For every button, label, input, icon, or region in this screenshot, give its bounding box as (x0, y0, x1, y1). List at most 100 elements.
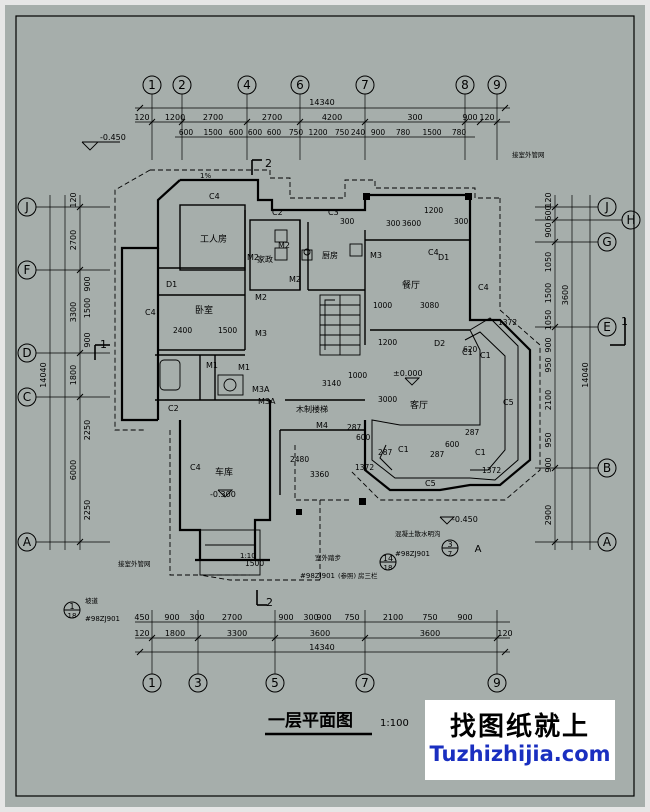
note-ramp: 坡道 (85, 596, 99, 605)
grid-right-E-label: E (603, 320, 611, 334)
door-3: M3 (255, 329, 267, 338)
dim-bottom-r1-9: 750 (422, 613, 437, 622)
dim-left-total: 14040 (39, 362, 48, 387)
dim-right-7: 900 (544, 337, 553, 352)
grid-bottom-7-label: 7 (361, 676, 369, 690)
grid-right-B-label: B (603, 461, 611, 475)
room-living: 客厅 (410, 399, 428, 411)
grid-top-2-label: 2 (178, 78, 186, 92)
dim-bottom-r1-0: 450 (134, 613, 149, 622)
dim-top-r2-8: 240 (351, 128, 366, 137)
detail-step-top: 14 (383, 554, 393, 563)
dim-top-r2-11: 1500 (422, 128, 441, 137)
inner-dim-6: 3080 (420, 301, 439, 310)
grid-left-A-label: A (23, 535, 32, 549)
dim-top-r2-9: 900 (371, 128, 386, 137)
inner-dim-18: 1372 (482, 466, 501, 475)
dim-left-3: 1500 (83, 298, 92, 318)
detail-ramp: 118 (63, 601, 81, 620)
window-11: C1 (398, 445, 409, 454)
grid-bottom-3-label: 3 (194, 676, 202, 690)
door-10: M2 (278, 241, 290, 250)
window-5: C4 (478, 283, 489, 292)
dim-left-7: 2250 (83, 420, 92, 440)
structural-columns (296, 193, 472, 515)
note-scatter: 混凝土散水明沟 (395, 529, 441, 538)
watermark-en: Tuzhizhijia.com (429, 742, 611, 766)
note-ref-step2: #98ZJ901 (300, 572, 335, 580)
inner-dim-10: 1200 (378, 338, 397, 347)
inner-dim-8: 1500 (218, 326, 237, 335)
dim-bottom-total: 14340 (309, 643, 334, 652)
grid-right-A-label: A (603, 535, 612, 549)
door-5: M1 (238, 363, 250, 372)
dim-top-total: 14340 (309, 98, 334, 107)
room-stair: 木制楼梯 (296, 404, 328, 414)
window-0: C4 (209, 192, 220, 201)
section-mark-bottom: 2 (266, 596, 273, 609)
room-garage: 车库 (215, 466, 233, 478)
note-ramp-slope: 1:10 (240, 552, 256, 560)
note-slope: 1% (200, 172, 211, 180)
inner-dim-21: 287 (378, 448, 393, 457)
inner-dim-4: 300 (454, 217, 469, 226)
dim-top-r2-4: 600 (267, 128, 282, 137)
inner-dim-23: 600 (445, 440, 460, 449)
room-bedroom: 卧室 (195, 304, 213, 316)
level-garage: -0.300 (210, 490, 236, 499)
inner-dim-7: 2400 (173, 326, 192, 335)
dim-left-4: 3300 (69, 302, 78, 322)
dim-right-6: 1050 (544, 310, 553, 330)
window-6: C2 (168, 404, 179, 413)
section-mark-top: 2 (265, 157, 272, 170)
dim-top-r2-10: 780 (396, 128, 411, 137)
inner-dim-16: 1372 (498, 318, 517, 327)
window-8: C5 (425, 479, 436, 488)
dim-bottom-r1-3: 2700 (222, 613, 242, 622)
dim-right-1: 600 (544, 205, 553, 220)
detail-scatter-top: 3 (447, 540, 452, 549)
inner-dim-11: 3140 (322, 379, 341, 388)
dim-right-5: 3600 (561, 285, 570, 305)
dim-top-r2-0: 600 (179, 128, 194, 137)
door-8: M3A (258, 397, 276, 406)
note-ref-step3: (参照) (338, 571, 356, 580)
inner-dim-25: 620 (463, 345, 478, 354)
grid-bottom-5-label: 5 (271, 676, 279, 690)
dim-right-11: 900 (544, 457, 553, 472)
inner-dim-3: 300 (386, 219, 401, 228)
detail-ramp-top: 1 (69, 602, 74, 611)
note-ref-step1: 室外踏步 (315, 553, 342, 562)
dim-bottom-r1-4: 900 (278, 613, 293, 622)
note-ref-step4: 房三栏 (358, 571, 378, 580)
room-dining: 餐厅 (402, 279, 420, 291)
dim-right-total: 14040 (581, 362, 590, 387)
dim-right-10: 950 (544, 432, 553, 447)
fixtures (159, 229, 363, 396)
grid-top-1-label: 1 (148, 78, 156, 92)
dim-bottom-r2-5: 120 (497, 629, 512, 638)
door-6: M1 (206, 361, 218, 370)
dim-bottom-r2-1: 1800 (165, 629, 185, 638)
plan-labels: -0.450±0.000-0.300-0.450工人房家政厨房餐厅卧室客厅车库木… (63, 133, 628, 623)
window-16: D2 (434, 339, 445, 348)
dim-right-2: 900 (544, 222, 553, 237)
dim-top-r1-0: 120 (134, 113, 149, 122)
inner-dim-17: 1372 (355, 463, 374, 472)
grid-left-J-label: J (24, 200, 29, 214)
dim-bottom-r1-5: 300 (303, 613, 318, 622)
drawing-title: 一层平面图 (268, 711, 353, 731)
door-7: M3A (252, 385, 270, 394)
watermark-cn: 找图纸就上 (449, 712, 590, 742)
dim-top-r2-2: 600 (229, 128, 244, 137)
grid-top-6-label: 6 (296, 78, 304, 92)
detail-axis-a: A (475, 544, 482, 555)
inner-dim-14: 3360 (310, 470, 329, 479)
detail-scatter-bottom: 7 (448, 550, 452, 558)
dim-bottom-r2-4: 3600 (420, 629, 440, 638)
wooden-stair (319, 294, 361, 356)
grid-right-H-label: H (626, 213, 635, 227)
